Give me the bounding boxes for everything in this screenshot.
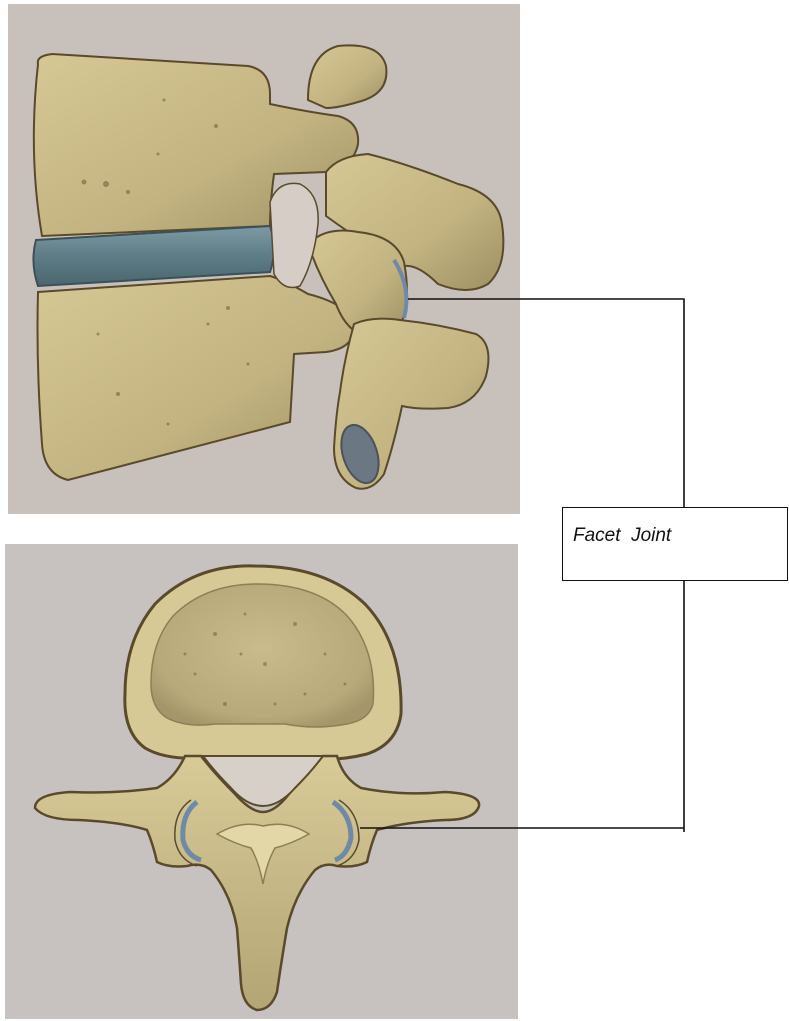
lateral-view-panel: [8, 4, 520, 514]
axial-vertebra-illustration: [5, 544, 518, 1019]
upper-superior-process: [308, 45, 386, 108]
facet-joint-label-box: Facet Joint: [562, 507, 788, 581]
axial-view-panel: [5, 544, 518, 1019]
lateral-vertebrae-illustration: [8, 4, 520, 514]
lower-vertebral-body: [38, 276, 355, 480]
intervertebral-foramen: [270, 183, 318, 287]
facet-joint-label: Facet Joint: [573, 525, 671, 547]
